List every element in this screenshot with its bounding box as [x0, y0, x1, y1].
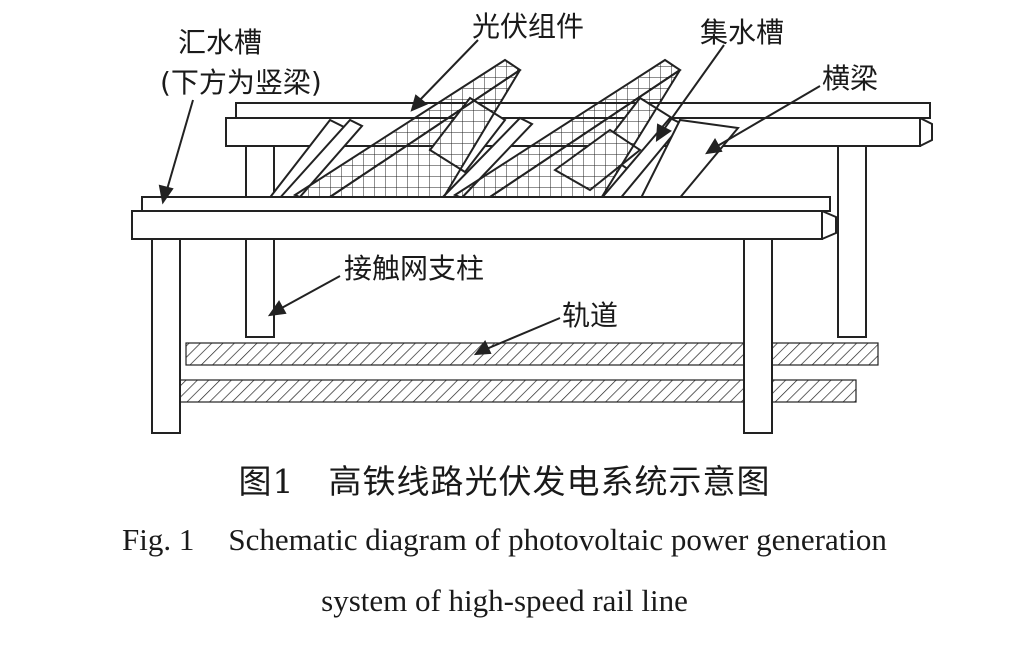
back-pillars [245, 144, 867, 338]
caption-cn: 图1 高铁线路光伏发电系统示意图 [0, 455, 1009, 503]
label-collector-trough-note: (下方为竖梁) [160, 66, 322, 99]
caption-cn-title: 高铁线路光伏发电系统示意图 [328, 462, 771, 501]
caption-en-line1: Fig. 1 Schematic diagram of photovoltaic … [0, 522, 1009, 558]
caption-en-title-line2: system of high-speed rail line [321, 583, 688, 618]
front-beam [131, 196, 837, 240]
label-cross-beam: 横梁 [822, 62, 878, 95]
track-rails [179, 342, 879, 403]
leader-lines [158, 39, 821, 356]
arrow-icon [410, 94, 428, 112]
arrow-icon [705, 138, 723, 155]
arrow-icon [655, 123, 672, 143]
caption-cn-number: 图1 [238, 462, 295, 501]
arrow-icon [158, 184, 174, 205]
pv-modules [292, 58, 682, 207]
diagram-labels: 汇水槽 (下方为竖梁) 光伏组件 集水槽 横梁 接触网支柱 轨道 [160, 10, 878, 332]
label-water-trough: 集水槽 [700, 16, 784, 49]
label-collector-trough: 汇水槽 [178, 26, 262, 59]
arrow-icon [473, 340, 492, 356]
label-track: 轨道 [562, 299, 618, 332]
caption-en-title-line1: Schematic diagram of photovoltaic power … [228, 522, 887, 557]
label-pv-module: 光伏组件 [472, 10, 584, 43]
arrow-icon [267, 300, 287, 317]
label-catenary-pillar: 接触网支柱 [344, 252, 484, 285]
front-pillars [151, 238, 773, 434]
caption-en-number: Fig. 1 [122, 522, 195, 557]
caption-en-line2: system of high-speed rail line [0, 583, 1009, 619]
